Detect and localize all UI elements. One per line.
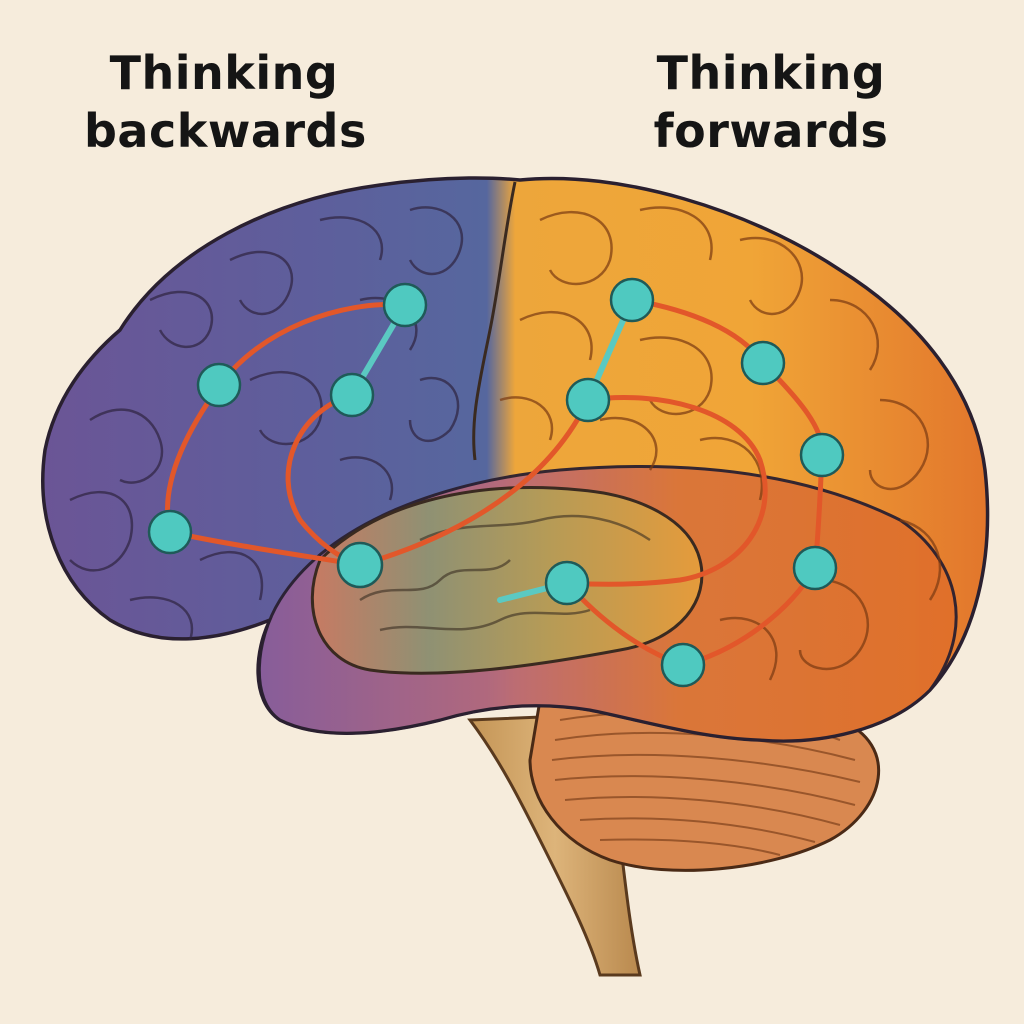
node — [196, 362, 242, 408]
node — [544, 560, 590, 606]
thinking-backwards-line2: backwards — [84, 104, 367, 158]
pathway-connector — [357, 397, 591, 568]
pathway-backwards-inner — [285, 392, 363, 568]
cortex-folds-right — [499, 206, 942, 681]
node — [609, 277, 655, 323]
thinking-backwards-label: Thinking backwards — [84, 44, 367, 160]
thinking-forwards-line2: forwards — [653, 104, 889, 158]
node — [336, 541, 384, 589]
node — [147, 509, 193, 555]
node — [329, 372, 375, 418]
node — [740, 340, 786, 386]
node — [382, 282, 428, 328]
node — [660, 642, 706, 688]
thinking-forwards-line1: Thinking — [656, 46, 886, 100]
node — [565, 377, 611, 423]
nodes — [147, 277, 845, 688]
cortex-folds-left — [69, 206, 464, 641]
thinking-backwards-line1: Thinking — [109, 46, 339, 100]
thinking-forwards-label: Thinking forwards — [646, 44, 896, 160]
node — [799, 432, 845, 478]
pathway-forwards-inner — [564, 395, 768, 587]
node — [792, 545, 838, 591]
central-sulcus — [472, 181, 517, 461]
